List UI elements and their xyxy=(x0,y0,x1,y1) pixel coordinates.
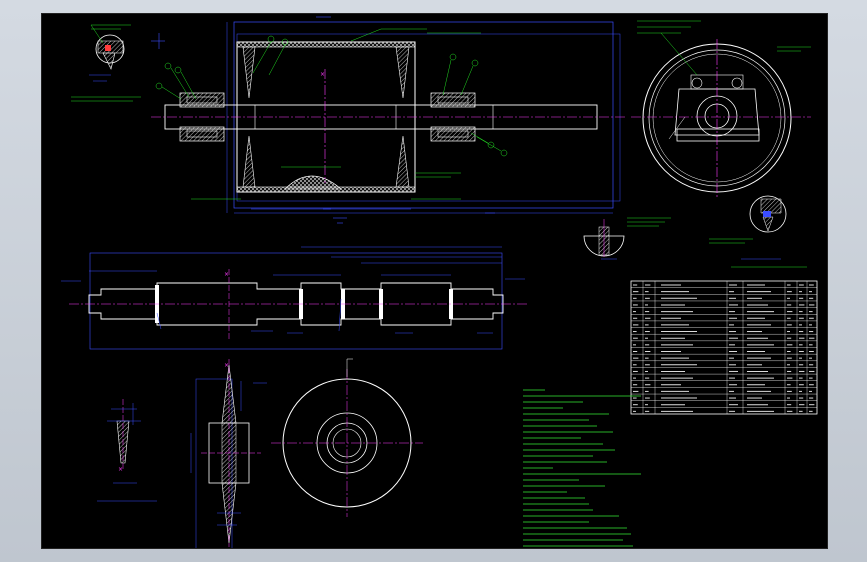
weld-detail-topleft xyxy=(71,24,165,102)
half-disc-detail xyxy=(583,217,671,260)
weld-detail-right xyxy=(709,195,807,268)
hub-section[interactable]: × xyxy=(190,359,267,549)
drum-assembly-section[interactable]: × xyxy=(151,16,627,224)
svg-text:×: × xyxy=(320,71,325,78)
svg-text:×: × xyxy=(224,271,229,278)
drum-end-view[interactable] xyxy=(631,20,811,197)
shaft-detail[interactable]: × xyxy=(61,246,527,350)
cad-drawing: × xyxy=(41,13,828,549)
bom-table[interactable] xyxy=(630,280,818,415)
key-detail: × xyxy=(97,399,157,502)
svg-text:×: × xyxy=(224,362,229,369)
disc-front-view[interactable] xyxy=(271,358,423,517)
svg-text:×: × xyxy=(118,466,123,473)
sheet-frame xyxy=(41,13,828,549)
drawing-sheet[interactable]: × xyxy=(41,13,828,549)
